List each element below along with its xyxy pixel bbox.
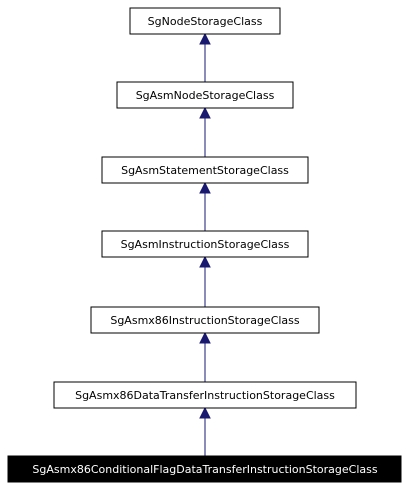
node-label: SgAsmNodeStorageClass <box>136 89 275 102</box>
node-sgasmx86datatransferinstructionstorageclass[interactable]: SgAsmx86DataTransferInstructionStorageCl… <box>53 381 357 409</box>
node-sgasmx86conditionalflagdatatransferinstructionstorageclass: SgAsmx86ConditionalFlagDataTransferInstr… <box>7 455 402 483</box>
arrowhead-icon <box>199 106 211 119</box>
node-sgasmstatementstorageclass[interactable]: SgAsmStatementStorageClass <box>101 156 309 184</box>
arrowhead-icon <box>199 406 211 419</box>
node-label: SgAsmx86DataTransferInstructionStorageCl… <box>75 389 335 402</box>
arrowhead-icon <box>199 181 211 194</box>
node-sgasmx86instructionstorageclass[interactable]: SgAsmx86InstructionStorageClass <box>90 306 320 334</box>
node-box-highlighted <box>7 455 402 483</box>
node-box <box>90 306 320 334</box>
node-sgnodestorageclass[interactable]: SgNodeStorageClass <box>129 7 281 35</box>
node-box <box>101 156 309 184</box>
node-box <box>53 381 357 409</box>
node-box <box>116 81 294 109</box>
node-box <box>101 230 309 258</box>
arrowhead-icon <box>199 255 211 268</box>
node-sgasminstructionstorageclass[interactable]: SgAsmInstructionStorageClass <box>101 230 309 258</box>
node-label: SgAsmInstructionStorageClass <box>121 238 290 251</box>
node-label: SgAsmStatementStorageClass <box>121 164 289 177</box>
node-label: SgNodeStorageClass <box>148 15 263 28</box>
node-sgasmnodestorageclass[interactable]: SgAsmNodeStorageClass <box>116 81 294 109</box>
node-label: SgAsmx86InstructionStorageClass <box>110 314 300 327</box>
edges-layer <box>199 32 211 456</box>
node-label: SgAsmx86ConditionalFlagDataTransferInstr… <box>32 463 377 476</box>
node-box <box>129 7 281 35</box>
arrowhead-icon <box>199 331 211 344</box>
arrowhead-icon <box>199 32 211 45</box>
